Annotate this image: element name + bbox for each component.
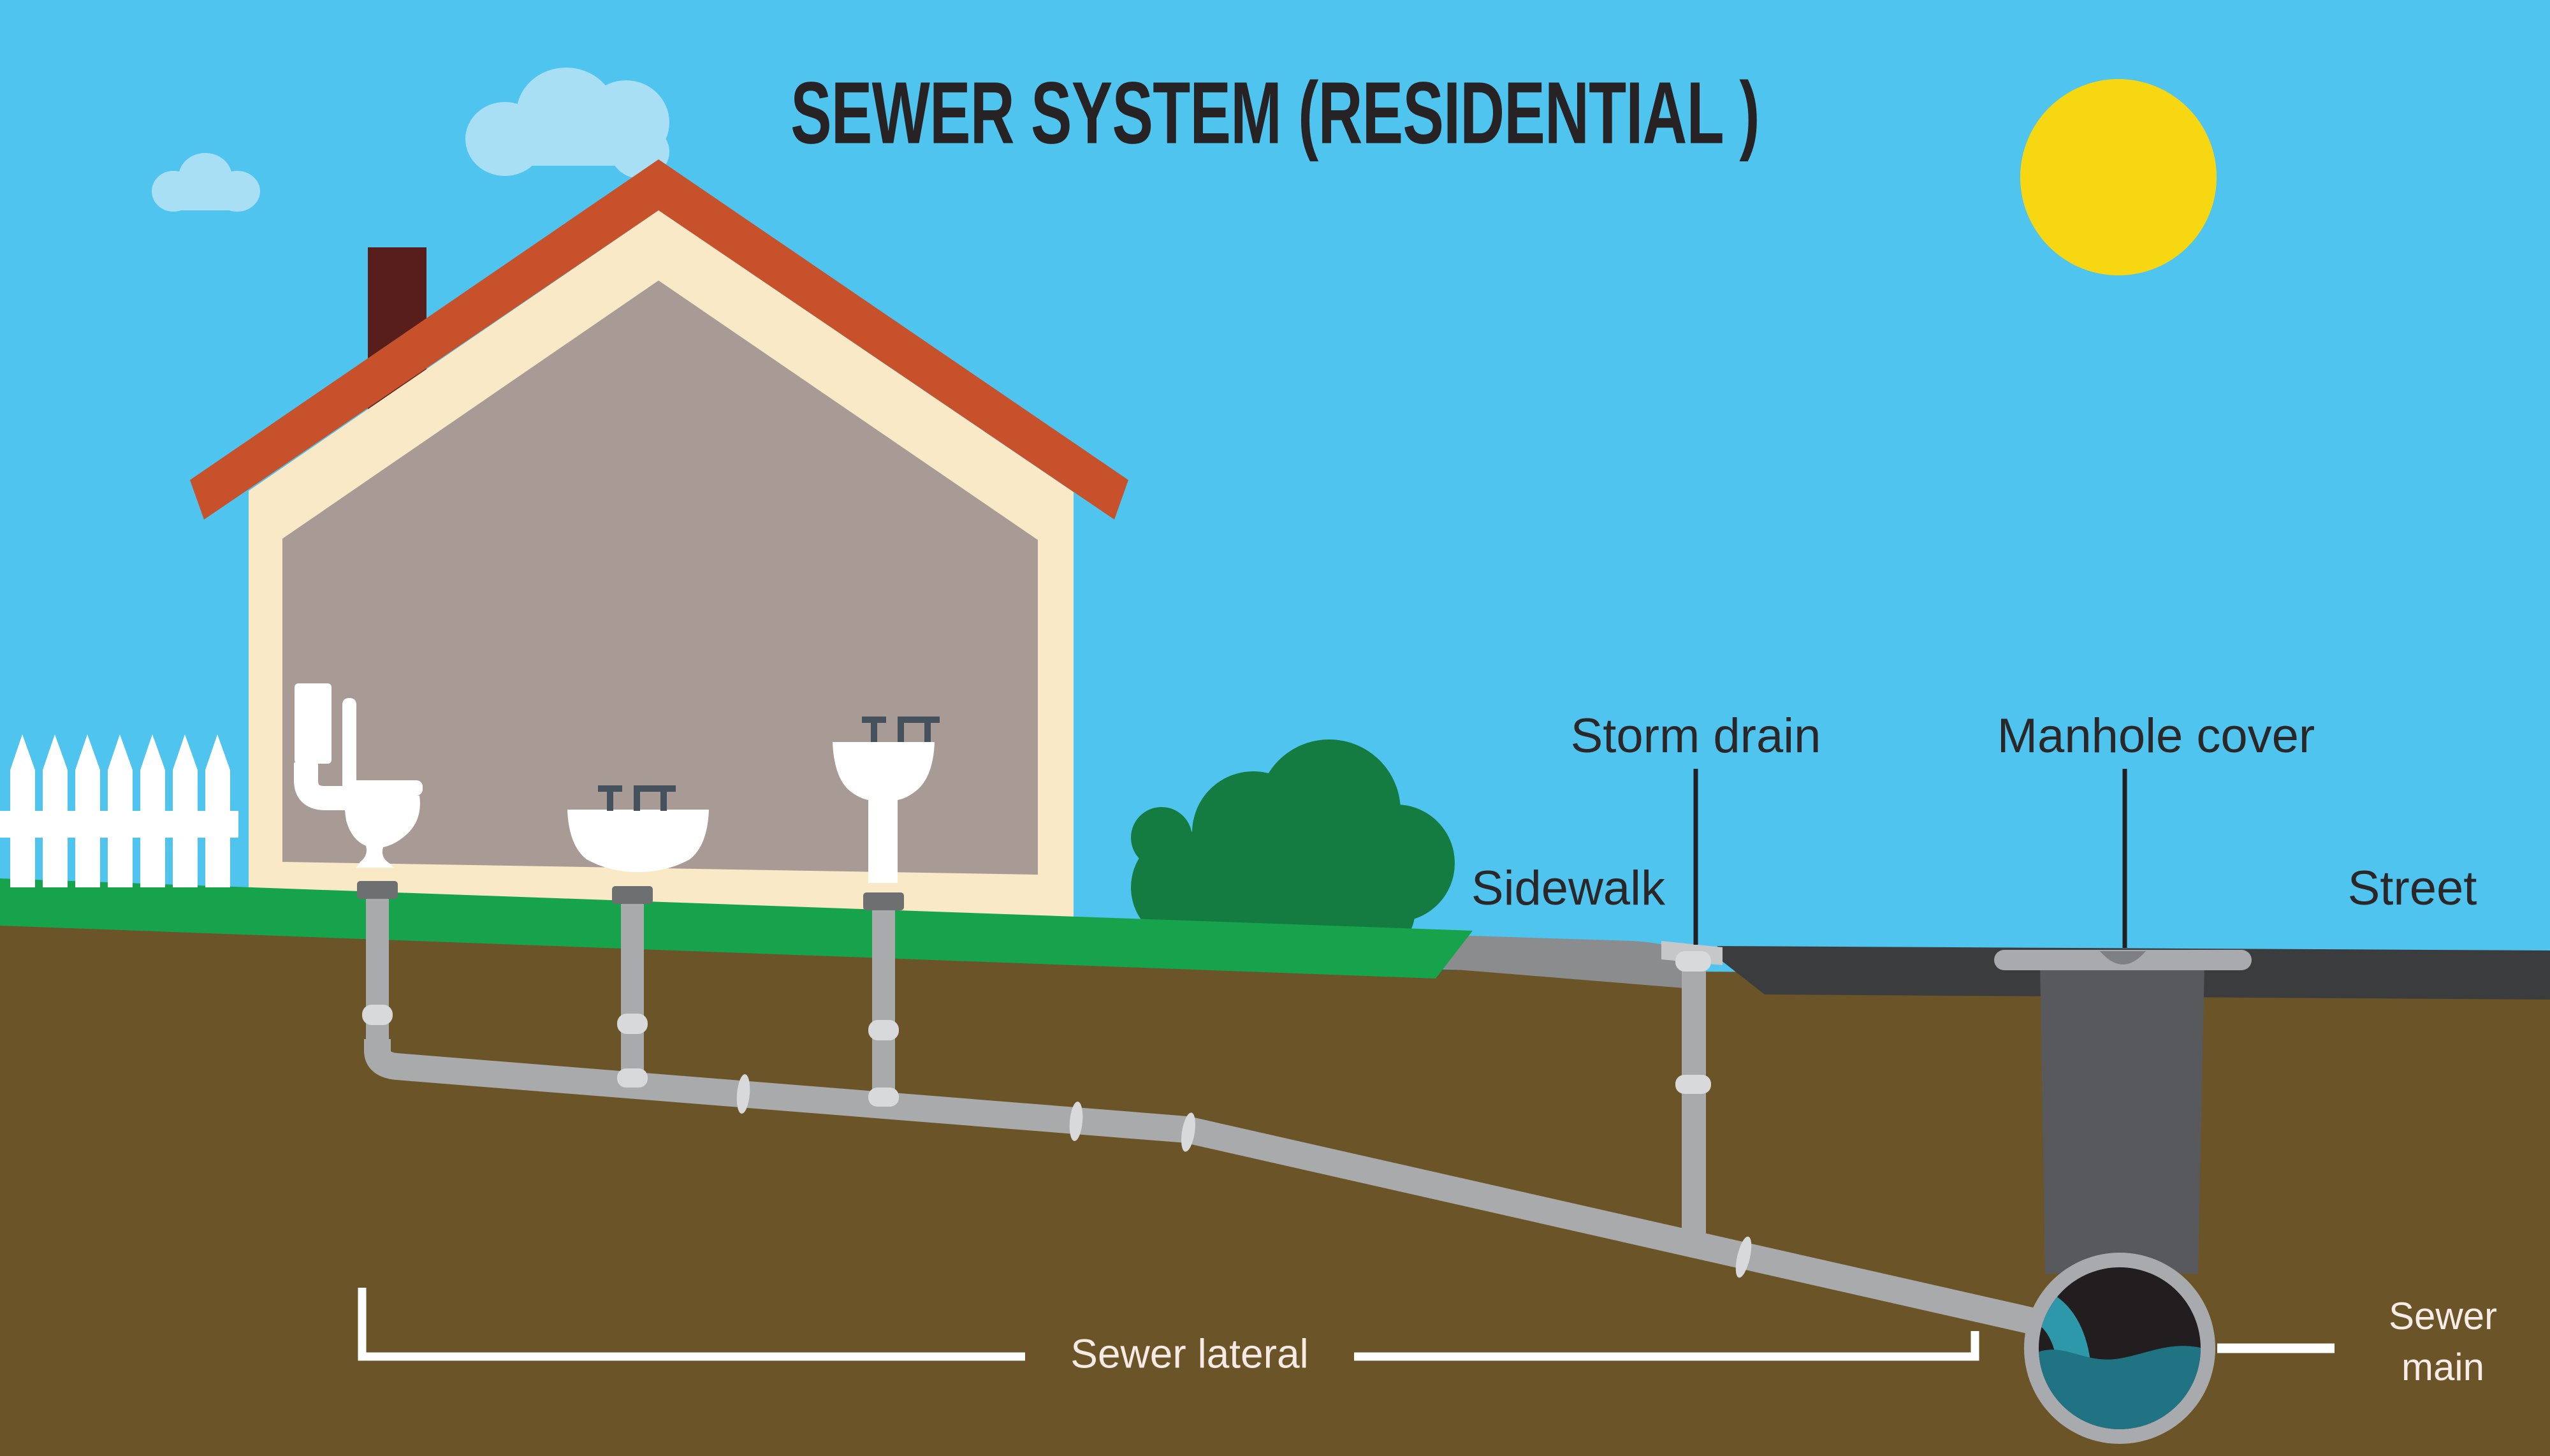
pedestal-sink [833,717,940,883]
manhole-cover-shape [1994,950,2252,970]
drain-pipes [357,881,2057,1339]
pedestal-drain-pipe [872,899,895,1107]
label-manhole-cover: Manhole cover [1997,709,2315,764]
diagram-title: SEWER SYSTEM (RESIDENTIAL ) [790,64,1759,163]
cloud-small [152,153,260,212]
toilet [294,683,423,868]
label-sewer-lateral: Sewer lateral [1070,1330,1309,1377]
label-sewer-main-line2: main [2401,1346,2485,1388]
pipe-caps [357,881,904,910]
storm-drain-pipe [1682,956,1706,1251]
pipe-couplings [362,951,1752,1278]
faucet-icon [598,785,676,811]
storm-drain-inlet-coupling [1675,951,1711,972]
label-sewer-main: Sewer main [2389,1291,2497,1393]
sink-drain-pipe [621,892,644,1088]
manhole-shaft [2040,964,2204,1274]
sewer-lateral-pipe [364,1037,2057,1339]
sewer-main-pipe [2024,1253,2215,1444]
toilet-drain-pipe [366,887,389,1054]
label-storm-drain: Storm drain [1570,709,1821,764]
sewer-lateral-bracket [358,1288,1979,1361]
sewer-water [2039,1346,2201,1429]
label-street: Street [2347,861,2477,916]
picket-fence [0,734,238,887]
leader-lines [1693,769,2127,948]
sidewalk-surface [1432,935,1700,989]
faucet-icon [862,717,940,742]
cloud-large [465,68,669,178]
sink [567,785,709,872]
house-interior [282,280,1038,875]
bush [1131,739,1455,956]
sun [2020,79,2217,275]
label-sidewalk: Sidewalk [1471,861,1666,916]
label-sewer-main-line1: Sewer [2388,1295,2498,1337]
